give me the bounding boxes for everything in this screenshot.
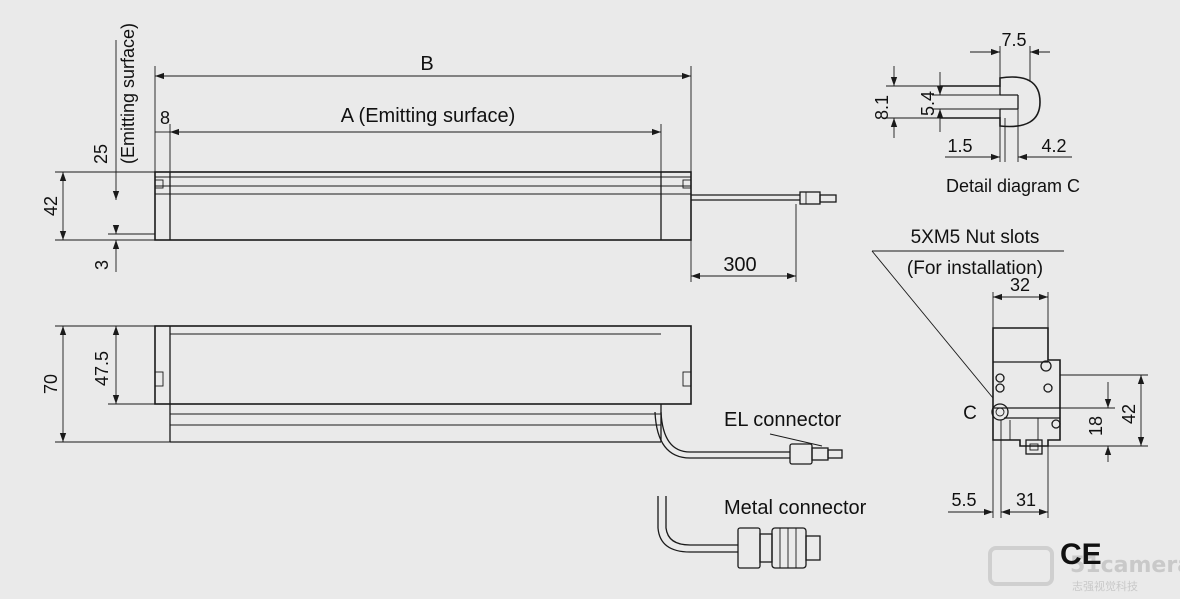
watermark: 51camera 志强视觉科技: [988, 546, 1180, 593]
nut-slots-label: 5XM5 Nut slots: [911, 227, 1040, 248]
emitting-surface-vertical-label: (Emitting surface): [118, 23, 138, 164]
watermark-sub: 志强视觉科技: [1072, 579, 1138, 593]
dim-300-label: 300: [723, 254, 756, 276]
dim-8-label: 8: [160, 108, 170, 128]
top-view: B A (Emitting surface) 8 (Emitting surfa…: [41, 23, 837, 282]
detail-caption: Detail diagram C: [946, 176, 1080, 196]
dim-5-5-label: 5.5: [951, 490, 976, 510]
dim-31-label: 31: [1016, 490, 1036, 510]
dim-42-side-label: 42: [1119, 404, 1139, 424]
side-view: 5XM5 Nut slots (For installation) C 32 4…: [871, 227, 1148, 518]
dim-18-label: 18: [1086, 416, 1106, 436]
dim-32-label: 32: [1010, 275, 1030, 295]
dim-25-label: 25: [91, 144, 111, 164]
callout-C: C: [963, 403, 977, 424]
ce-mark-icon: CE: [1060, 538, 1102, 571]
front-view-body: [154, 325, 692, 405]
dim-B-label: B: [420, 53, 433, 75]
detail-diagram-c: 7.5 8.1 5.4 1.5 4.2 Detail diagram C: [872, 30, 1080, 196]
dim-70-label: 70: [41, 374, 61, 394]
front-view: 70 47.5 EL connector: [41, 325, 843, 465]
detail-1-5-label: 1.5: [947, 136, 972, 156]
metal-connector-drawing: Metal connector: [657, 496, 867, 569]
dim-42-top-label: 42: [41, 196, 61, 216]
for-installation-label: (For installation): [907, 258, 1043, 279]
el-connector-label: EL connector: [724, 409, 841, 431]
el-connector-plug: [789, 443, 813, 465]
detail-7-5-label: 7.5: [1001, 30, 1026, 50]
dim-3-label: 3: [92, 260, 112, 270]
top-view-body: [154, 171, 692, 241]
watermark-logo-icon: [988, 546, 1054, 586]
metal-connector-label: Metal connector: [724, 497, 867, 519]
dim-A-label: A (Emitting surface): [341, 105, 516, 127]
watermark-brand: 51camera: [1070, 553, 1180, 578]
side-view-profile: [992, 327, 1061, 447]
detail-5-4-label: 5.4: [918, 91, 938, 116]
dim-47-5-label: 47.5: [92, 351, 112, 386]
detail-8-1-label: 8.1: [872, 95, 892, 120]
detail-4-2-label: 4.2: [1041, 136, 1066, 156]
